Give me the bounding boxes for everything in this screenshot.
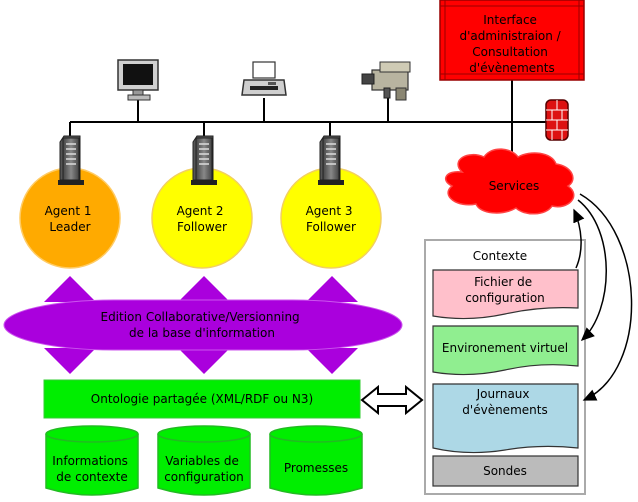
agent-1-line-2: Leader bbox=[49, 220, 90, 234]
agent-1-line-1: Agent 1 bbox=[45, 204, 92, 218]
double-arrow bbox=[360, 384, 424, 416]
edition-band: Edition Collaborative/Versionning de la … bbox=[3, 276, 403, 374]
environnement-label: Environement virtuel bbox=[442, 341, 568, 355]
journaux-line-2: d'évènements bbox=[462, 403, 547, 417]
admin-interface-box: Interface d'administraion / Consultation… bbox=[439, 0, 585, 81]
server-icon-1 bbox=[58, 135, 84, 185]
context-journaux: Journaux d'évènements bbox=[432, 383, 579, 454]
ontology-label: Ontologie partagée (XML/RDF ou N3) bbox=[91, 392, 313, 406]
journaux-line-1: Journaux bbox=[476, 387, 530, 401]
edition-line-2: de la base d'information bbox=[129, 326, 275, 340]
agent-2: Agent 2 Follower bbox=[151, 167, 253, 269]
svg-text:Informations de contexte: Informations de contexte bbox=[52, 454, 132, 484]
fichier-line-1: Fichier de bbox=[474, 275, 532, 289]
store-2-line-1: Variables de bbox=[165, 454, 239, 468]
store-variables: Variables de configuration bbox=[157, 425, 251, 496]
agent-3: Agent 3 Follower bbox=[280, 167, 382, 269]
agent-2-line-1: Agent 2 bbox=[177, 204, 224, 218]
services-label: Services bbox=[489, 179, 540, 193]
services-cloud: Services bbox=[444, 148, 575, 215]
server-icon-2 bbox=[191, 135, 217, 185]
svg-text:Fichier de configuration: Fichier de configuration bbox=[465, 275, 545, 305]
printer-icon bbox=[241, 61, 287, 96]
admin-line-1: Interface bbox=[483, 13, 537, 27]
context-sondes: Sondes bbox=[432, 455, 579, 487]
svg-text:Interface d'administraio: Interface d'administraion / Consultation… bbox=[459, 13, 564, 75]
services-arrows bbox=[573, 193, 633, 401]
store-2-line-2: configuration bbox=[164, 470, 244, 484]
monitor-icon bbox=[117, 59, 159, 101]
agent-3-line-2: Follower bbox=[306, 220, 356, 234]
firewall-icon bbox=[545, 99, 569, 141]
server-icon-3 bbox=[318, 135, 344, 185]
agent-1: Agent 1 Leader bbox=[19, 167, 121, 269]
agent-2-line-2: Follower bbox=[177, 220, 227, 234]
store-informations: Informations de contexte bbox=[45, 425, 139, 496]
svg-text:Journaux d'évènements: Journaux d'évènements bbox=[462, 387, 547, 417]
context-environnement: Environement virtuel bbox=[432, 325, 579, 376]
context-fichier: Fichier de configuration bbox=[432, 269, 579, 320]
store-3-line-1: Promesses bbox=[284, 461, 348, 475]
admin-line-2: d'administraion / bbox=[459, 29, 561, 43]
store-promesses: Promesses bbox=[269, 425, 363, 496]
admin-line-3: Consultation bbox=[472, 45, 548, 59]
ontology-bar: Ontologie partagée (XML/RDF ou N3) bbox=[43, 379, 361, 419]
camera-icon bbox=[361, 61, 411, 101]
store-1-line-2: de contexte bbox=[56, 470, 127, 484]
svg-text:Variables de configurati: Variables de configuration bbox=[164, 454, 244, 484]
store-1-line-1: Informations bbox=[52, 454, 128, 468]
svg-text:Edition Collaborative/Versionn: Edition Collaborative/Versionning de la … bbox=[100, 310, 303, 340]
svg-text:Agent 3 Follower: Agent 3 Follower bbox=[306, 204, 357, 234]
context-title: Contexte bbox=[473, 249, 527, 263]
network-bus bbox=[69, 80, 560, 160]
fichier-line-2: configuration bbox=[465, 291, 545, 305]
svg-text:Agent 1 Leader: Agent 1 Leader bbox=[45, 204, 96, 234]
agent-3-line-1: Agent 3 bbox=[306, 204, 353, 218]
edition-line-1: Edition Collaborative/Versionning bbox=[100, 310, 299, 324]
sondes-label: Sondes bbox=[483, 464, 527, 478]
admin-line-4: d'évènements bbox=[469, 61, 554, 75]
svg-text:Agent 2 Follower: Agent 2 Follower bbox=[177, 204, 228, 234]
